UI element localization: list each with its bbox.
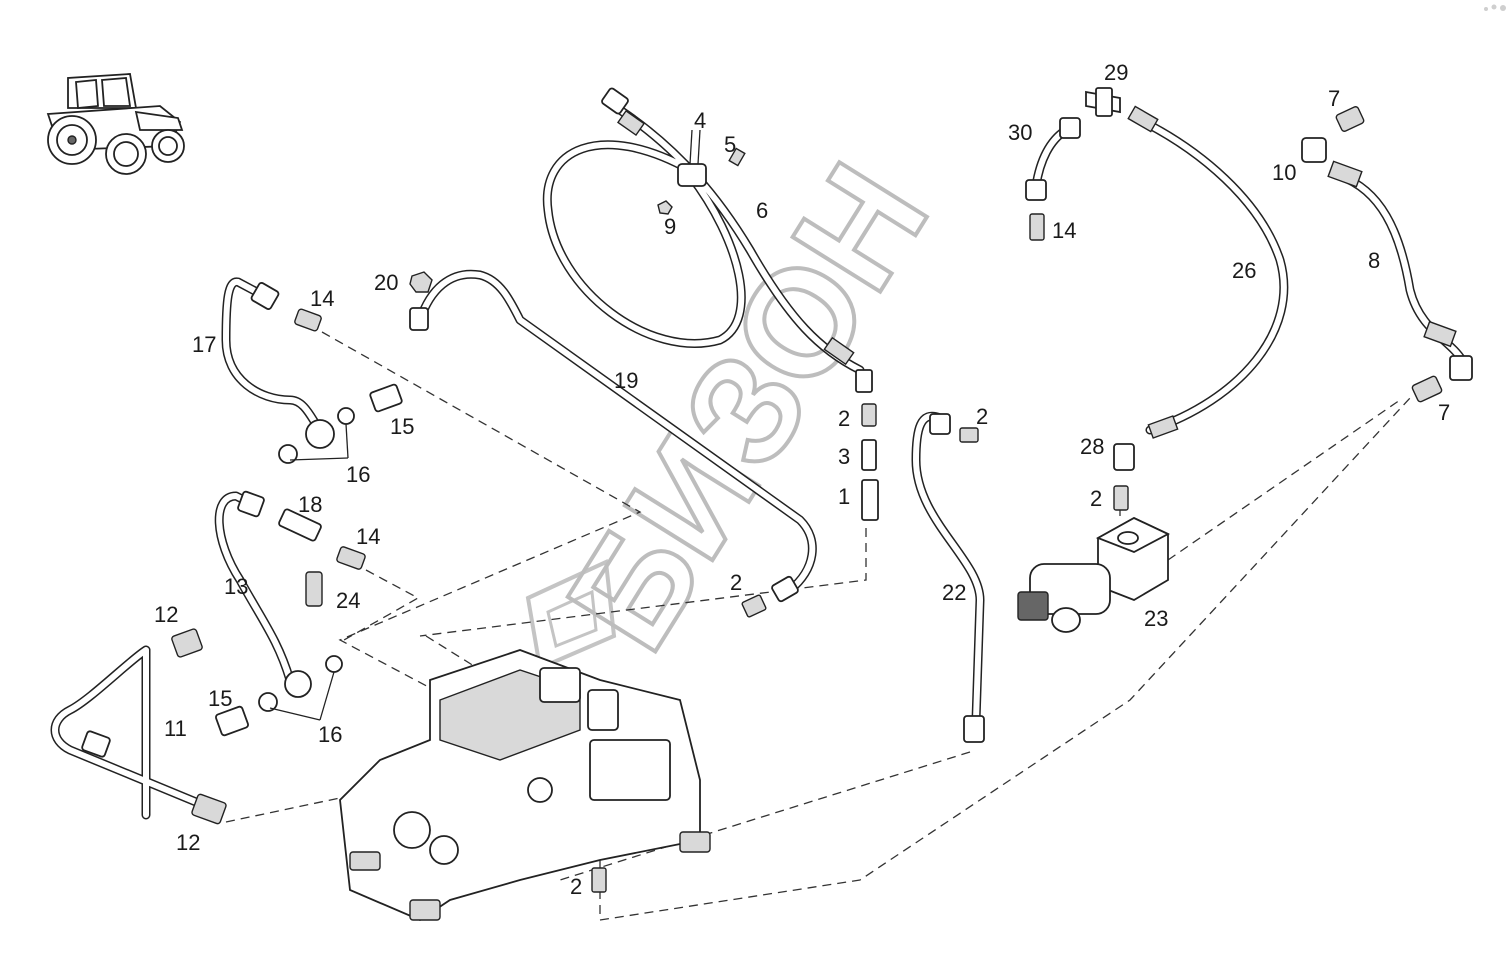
callout-30: 30 — [1008, 120, 1032, 145]
callout-15: 15 — [390, 414, 414, 439]
callout-1: 1 — [838, 484, 850, 509]
callout-20: 20 — [374, 270, 398, 295]
callout-13: 13 — [224, 574, 248, 599]
callout-24: 24 — [336, 588, 360, 613]
callout-17: 17 — [192, 332, 216, 357]
hose-8 — [1301, 106, 1473, 403]
callout-15: 15 — [208, 686, 232, 711]
valve-block-23 — [1017, 516, 1171, 633]
callout-12: 12 — [154, 602, 178, 627]
pipe-17 — [221, 277, 403, 464]
callout-28: 28 — [1080, 434, 1104, 459]
callout-2: 2 — [730, 570, 742, 595]
callout-16: 16 — [318, 722, 342, 747]
hose-26 — [1025, 87, 1289, 511]
callout-3: 3 — [838, 444, 850, 469]
callout-16: 16 — [346, 462, 370, 487]
callout-23: 23 — [1144, 606, 1168, 631]
callout-5: 5 — [724, 132, 736, 157]
fitting-stack — [861, 403, 879, 521]
callout-4: 4 — [694, 108, 706, 133]
pipe-22 — [911, 411, 985, 743]
hose-6 — [542, 87, 873, 393]
callout-2: 2 — [1090, 486, 1102, 511]
callout-22: 22 — [942, 580, 966, 605]
callout-14: 14 — [356, 524, 380, 549]
clamp-assembly — [657, 129, 746, 215]
callout-11: 11 — [164, 716, 187, 741]
assembly-dash-lines — [225, 331, 1411, 921]
callout-14: 14 — [1052, 218, 1076, 243]
callout-7: 7 — [1438, 400, 1450, 425]
callout-18: 18 — [298, 492, 322, 517]
pipe-13 — [214, 490, 366, 737]
watermark-logo-icon — [525, 559, 617, 671]
callout-labels: 4 5 6 9 20 14 17 19 15 16 2 3 1 2 18 14 … — [154, 60, 1450, 899]
control-valve-block — [339, 594, 767, 922]
callout-8: 8 — [1368, 248, 1380, 273]
corner-mark — [1484, 4, 1506, 11]
callout-2: 2 — [976, 404, 988, 429]
pipe-11 — [50, 628, 227, 825]
watermark-text: БИЗОН — [535, 136, 960, 677]
callout-6: 6 — [756, 198, 768, 223]
pipe-19 — [409, 269, 817, 603]
callout-26: 26 — [1232, 258, 1256, 283]
callout-19: 19 — [614, 368, 638, 393]
callout-14: 14 — [310, 286, 334, 311]
tractor-icon — [46, 73, 185, 175]
callout-2: 2 — [838, 406, 850, 431]
watermark: БИЗОН — [525, 134, 961, 679]
callout-7: 7 — [1328, 86, 1340, 111]
callout-9: 9 — [664, 214, 676, 239]
callout-12: 12 — [176, 830, 200, 855]
callout-29: 29 — [1104, 60, 1128, 85]
callout-10: 10 — [1272, 160, 1296, 185]
callout-2: 2 — [570, 874, 582, 899]
